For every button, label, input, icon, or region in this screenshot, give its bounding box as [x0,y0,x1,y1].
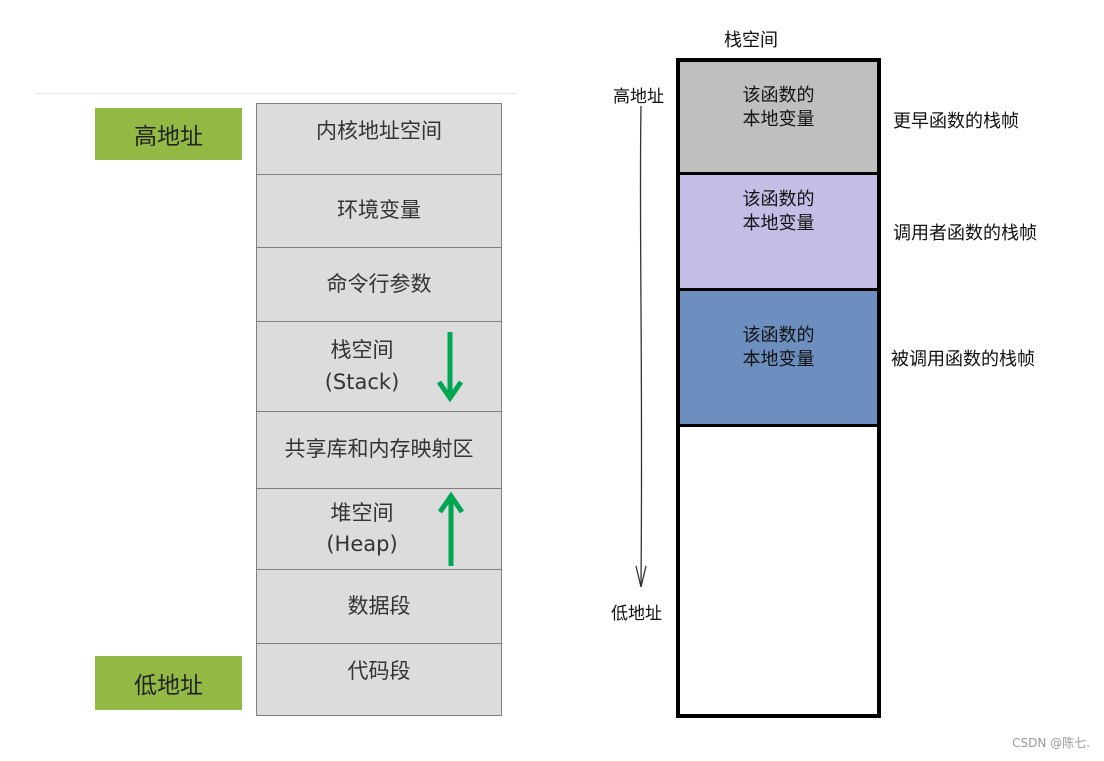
stack-grows-down-arrow-icon [436,332,464,403]
frame-separator [676,288,881,291]
frame-separator [676,424,881,427]
low-address-tag: 低地址 [95,656,242,710]
segment-command-line-args: 命令行参数 [256,247,502,322]
label-caller-function-frame: 调用者函数的栈帧 [893,223,1037,244]
frame-caller-function: 该函数的本地变量 [680,175,877,288]
stack-high-address-label: 高地址 [613,87,664,107]
segment-kernel-space: 内核地址空间 [256,103,502,175]
label-earlier-function-frame: 更早函数的栈帧 [893,111,1019,132]
segment-environment-variables: 环境变量 [256,174,502,248]
segment-code: 代码段 [256,643,502,716]
frame-callee-function: 该函数的本地变量 [680,291,877,424]
stack-low-address-label: 低地址 [611,604,662,624]
high-address-label: 高地址 [134,124,203,150]
heap-grows-up-arrow-icon [437,491,465,566]
frame-earlier-function: 该函数的本地变量 [680,62,877,172]
address-direction-arrow-icon [635,105,647,588]
frame-separator [676,172,881,175]
segment-heap: 堆空间 (Heap) [256,488,502,570]
watermark-credit: CSDN @陈七. [1012,736,1090,750]
stack-title: 栈空间 [724,30,778,51]
segment-data: 数据段 [256,569,502,644]
divider-line [36,93,518,94]
label-callee-function-frame: 被调用函数的栈帧 [891,349,1035,370]
high-address-tag: 高地址 [95,108,242,160]
segment-stack: 栈空间 (Stack) [256,321,502,412]
low-address-label: 低地址 [134,673,203,699]
segment-shared-libs-mmap: 共享库和内存映射区 [256,411,502,489]
